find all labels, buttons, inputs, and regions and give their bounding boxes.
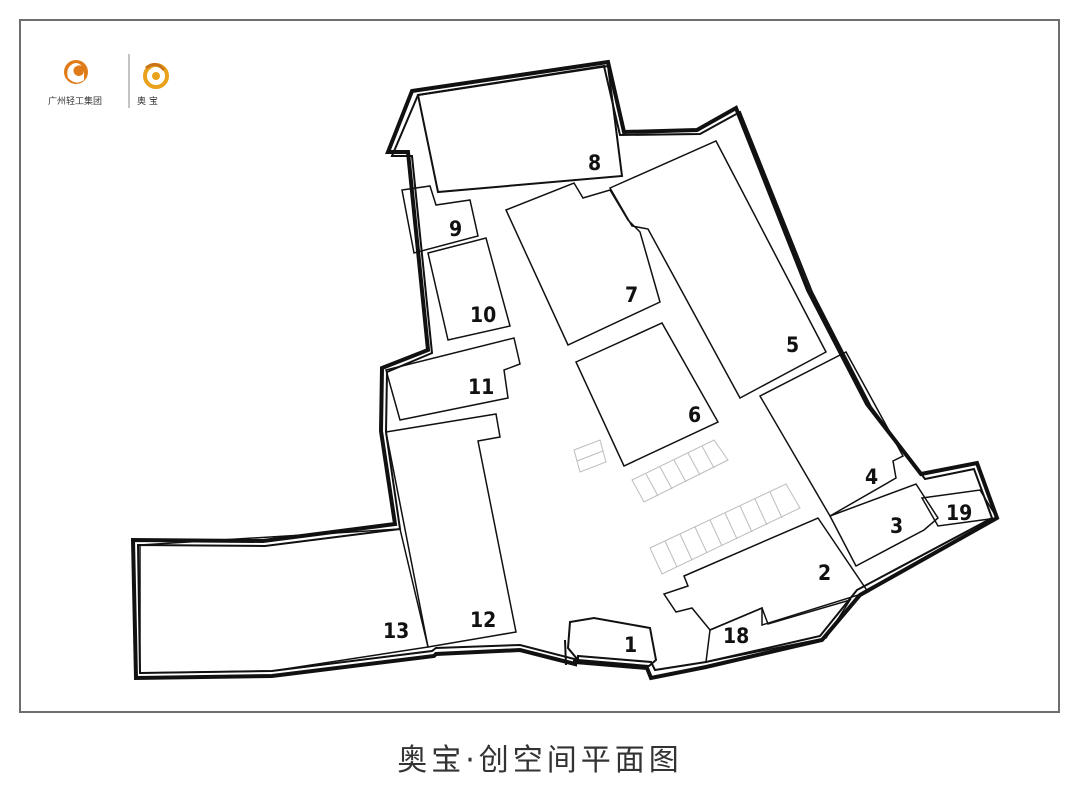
header-logo: 广州轻工集团 奥 宝 xyxy=(40,52,180,112)
map-frame xyxy=(19,19,1060,713)
unit-5[interactable] xyxy=(608,140,828,400)
unit-12[interactable] xyxy=(385,413,517,648)
unit-label-3: 3 xyxy=(890,514,903,538)
unit-label-2: 2 xyxy=(818,561,831,585)
unit-label-19: 19 xyxy=(946,501,972,525)
unit-label-7: 7 xyxy=(625,283,638,307)
unit-label-12: 12 xyxy=(470,608,496,632)
unit-label-8: 8 xyxy=(588,151,601,175)
brand-name: 奥 宝 xyxy=(137,97,158,107)
unit-3[interactable] xyxy=(828,483,939,568)
unit-label-10: 10 xyxy=(470,303,496,327)
company-name: 广州轻工集团 xyxy=(48,97,103,107)
parking-stalls xyxy=(573,439,801,575)
unit-label-4: 4 xyxy=(865,465,878,489)
unit-19[interactable] xyxy=(920,489,999,527)
unit-label-6: 6 xyxy=(688,403,701,427)
unit-6[interactable] xyxy=(575,322,720,467)
brand-logo-icon xyxy=(143,63,169,89)
unit-label-11: 11 xyxy=(468,375,494,399)
unit-18[interactable] xyxy=(705,598,852,663)
unit-13[interactable] xyxy=(139,528,429,674)
unit-label-5: 5 xyxy=(786,333,799,357)
unit-8[interactable] xyxy=(416,64,624,194)
map-caption: 奥宝·创空间平面图 xyxy=(397,743,683,778)
building-outline xyxy=(130,59,1000,681)
unit-11[interactable] xyxy=(385,337,521,421)
unit-label-1: 1 xyxy=(624,633,637,657)
unit-label-9: 9 xyxy=(449,217,462,241)
unit-7[interactable] xyxy=(504,182,661,346)
unit-1[interactable] xyxy=(566,616,658,668)
unit-10[interactable] xyxy=(427,237,511,341)
unit-label-18: 18 xyxy=(723,624,749,648)
unit-label-13: 13 xyxy=(383,619,409,643)
company-logo-icon xyxy=(64,54,130,108)
unit-9[interactable] xyxy=(401,185,479,254)
